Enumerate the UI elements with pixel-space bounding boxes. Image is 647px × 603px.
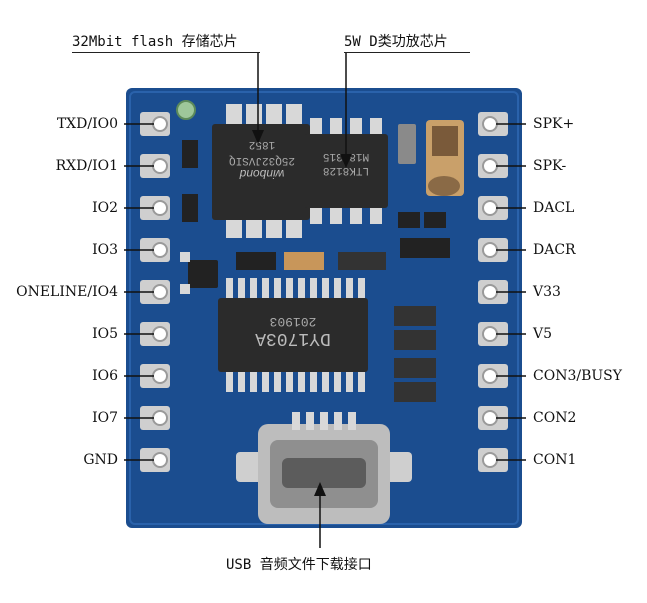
main-chip: DY1703A 201903: [218, 278, 368, 392]
right-pin-pad: [478, 238, 508, 262]
flash-annotation: 32Mbit flash 存储芯片: [72, 34, 238, 50]
right-pin-label: DACR: [533, 242, 576, 258]
left-pin-label: ONELINE/IO4: [16, 284, 118, 300]
right-pin-label: SPK-: [533, 158, 567, 174]
right-pin-label: CON2: [533, 410, 577, 426]
amplifier-chip: LTK8128 M180315: [304, 118, 388, 224]
left-pin-pad: [140, 406, 170, 430]
left-pin-label: GND: [83, 452, 118, 468]
left-pin-label: RXD/IO1: [55, 158, 118, 174]
flash-date-text: 1852: [249, 138, 275, 150]
flash-brand-text: winbond: [239, 167, 284, 181]
usb-callout-arrow: [314, 482, 326, 496]
electrolytic-capacitor: [426, 120, 464, 196]
right-pin-pad: [478, 154, 508, 178]
usb-connector: [236, 412, 412, 524]
left-pin-label: IO7: [92, 410, 118, 426]
right-pin-label: CON3/BUSY: [533, 368, 622, 384]
amp-code-text: LTK8128: [323, 164, 369, 176]
right-pin-label: V5: [533, 326, 553, 342]
left-pin-pad: [140, 196, 170, 220]
main-date-text: 201903: [270, 314, 317, 329]
right-pin-label: CON1: [533, 452, 577, 468]
left-pin-pad: [140, 238, 170, 262]
left-pin-pad: [140, 364, 170, 388]
flash-code-text: 25Q32JVSIQ: [229, 154, 295, 166]
left-pin-label: TXD/IO0: [56, 116, 118, 132]
right-pin-pad: [478, 280, 508, 304]
smd-components: [182, 140, 450, 402]
left-pin-label: IO3: [92, 242, 118, 258]
left-pin-pad: [140, 448, 170, 472]
amp-callout-arrow: [340, 154, 352, 168]
left-pin-pad: [140, 112, 170, 136]
right-pin-label: SPK+: [533, 116, 575, 132]
right-pin-pad: [478, 322, 508, 346]
left-pin-pad: [140, 280, 170, 304]
flash-annotation-underline: [72, 52, 260, 53]
left-pin-label: IO5: [92, 326, 118, 342]
mounting-hole: [176, 100, 196, 120]
right-pin-pad: [478, 406, 508, 430]
right-pin-label: DACL: [533, 200, 575, 216]
transistor: [180, 252, 218, 294]
left-pin-label: IO6: [92, 368, 118, 384]
right-pin-label: V33: [533, 284, 561, 300]
left-pin-pad: [140, 154, 170, 178]
flash-callout-arrow: [252, 130, 264, 144]
usb-annotation: USB 音频文件下载接口: [226, 557, 372, 573]
main-code-text: DY1703A: [255, 328, 331, 348]
small-capacitor: [398, 124, 416, 164]
left-pin-label: IO2: [92, 200, 118, 216]
amp-annotation: 5W D类功放芯片: [344, 34, 448, 50]
amp-annotation-underline: [344, 52, 470, 53]
flash-chip: winbond 25Q32JVSIQ 1852: [212, 104, 310, 238]
right-pin-pad: [478, 112, 508, 136]
